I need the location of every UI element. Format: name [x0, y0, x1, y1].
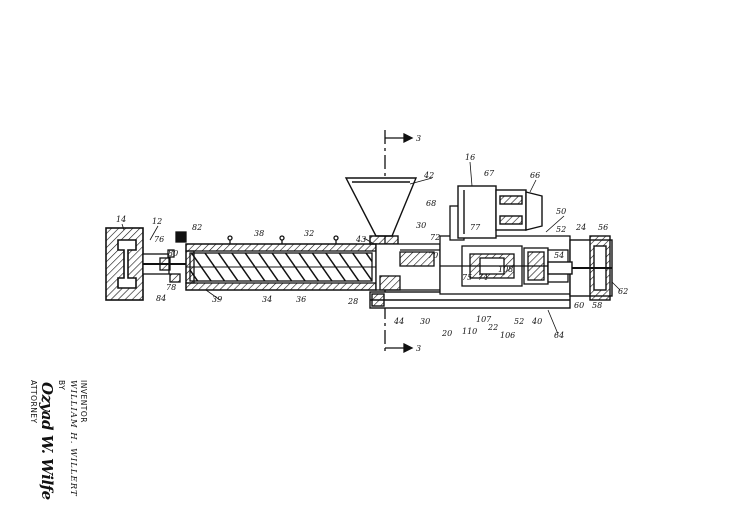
motor: [457, 185, 543, 239]
ref-64: 64: [554, 331, 564, 340]
ref-34: 34: [262, 295, 272, 304]
ref-68: 68: [426, 199, 436, 208]
inventor-name: WILLIAM H. WILLERT: [68, 380, 78, 497]
ref-56: 56: [598, 223, 608, 232]
patent-drawing: 3 3: [105, 130, 628, 355]
inventor-label: INVENTOR: [79, 380, 88, 423]
ref-30a: 30: [416, 221, 426, 230]
ref-67: 67: [484, 169, 495, 178]
hydraulic-cylinder: [547, 235, 613, 301]
ref-28a: 28: [347, 297, 358, 306]
ref-66: 66: [530, 171, 540, 180]
ref-108: 108: [498, 265, 513, 274]
ref-80: 80: [168, 249, 178, 258]
ref-78: 78: [166, 283, 176, 292]
reference-numerals: 14 12 76 82 80 78 84 39 38 32 34 36 43 4…: [116, 153, 628, 340]
machine-base: [369, 291, 571, 309]
ref-16: 16: [465, 153, 475, 162]
ref-22: 22: [487, 323, 498, 332]
ref-20: 20: [441, 329, 452, 338]
ref-70: 70: [428, 251, 438, 260]
ref-72: 72: [430, 233, 440, 242]
ref-30b: 30: [420, 317, 430, 326]
by-label: BY: [57, 380, 66, 391]
ref-36: 36: [296, 295, 306, 304]
attorney-label: ATTORNEY: [29, 380, 38, 424]
leader-lines: [121, 161, 621, 335]
ref-39: 39: [212, 295, 222, 304]
ref-32: 32: [304, 229, 314, 238]
mold-block: [105, 227, 144, 301]
ref-42: 42: [423, 171, 434, 180]
barrel: [185, 235, 400, 291]
ref-82: 82: [192, 223, 202, 232]
nozzle-assembly: [142, 231, 190, 283]
ref-54: 54: [554, 251, 564, 260]
ref-24: 24: [575, 223, 586, 232]
ref-43: 43: [355, 235, 366, 244]
attorney-signature: Ozyad W. Wilfe: [38, 382, 56, 500]
feed-housing: [375, 243, 441, 291]
ref-84: 84: [156, 294, 166, 303]
ref-62: 62: [618, 287, 628, 296]
ref-74: 74: [478, 273, 488, 282]
ref-60: 60: [574, 301, 584, 310]
ref-50: 50: [556, 207, 566, 216]
ref-40: 40: [531, 317, 542, 326]
ref-76: 76: [154, 235, 164, 244]
ref-12: 12: [152, 217, 162, 226]
ref-75: 75: [462, 273, 472, 282]
ref-77: 77: [470, 223, 481, 232]
ref-110: 110: [462, 327, 477, 336]
ref-58: 58: [592, 301, 602, 310]
ref-38: 38: [254, 229, 264, 238]
section-mark-bottom: 3: [416, 344, 421, 353]
section-mark-top: 3: [416, 134, 421, 143]
ref-106: 106: [500, 331, 515, 340]
ref-44: 44: [393, 317, 404, 326]
hopper: [344, 177, 418, 245]
ref-52b: 52: [556, 225, 566, 234]
ref-107: 107: [476, 315, 492, 324]
ref-52a: 52: [514, 317, 524, 326]
ref-14: 14: [116, 215, 126, 224]
